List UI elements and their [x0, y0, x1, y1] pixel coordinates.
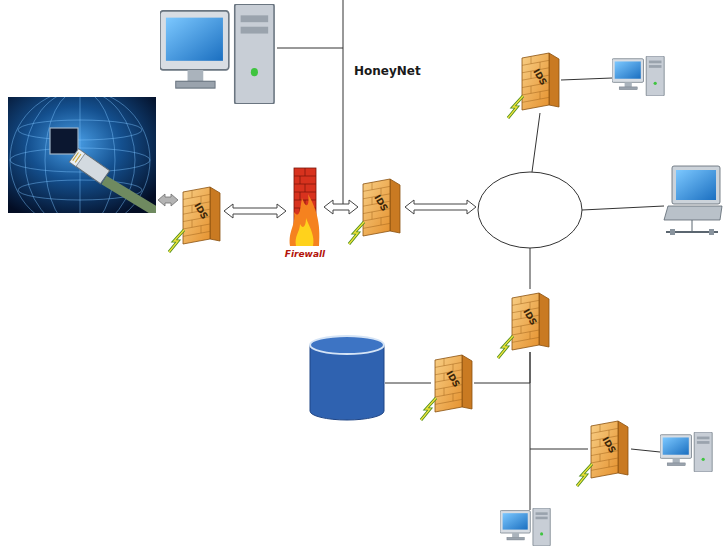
firewall-node: Firewall [283, 168, 328, 259]
network-plug [69, 149, 109, 184]
ids-node: IDS [588, 418, 630, 480]
firewall-icon [288, 168, 322, 246]
wire [582, 206, 664, 210]
link-arrow [324, 200, 358, 214]
internet-globe [8, 97, 156, 213]
ids-node: IDS [432, 352, 474, 414]
wire [631, 449, 660, 452]
node-caption: Firewall [285, 249, 325, 259]
ids-bolt [508, 96, 523, 118]
network-socket [50, 128, 78, 154]
laptop [664, 166, 722, 235]
honeynet-wire [343, 0, 344, 204]
wire [385, 383, 431, 384]
ids-bricks [183, 190, 210, 236]
ids-node: IDS [509, 290, 551, 352]
ids-node: IDS [360, 176, 402, 238]
ids-side [618, 421, 628, 475]
ids-bricks [512, 296, 539, 342]
ids-icon: IDS [509, 290, 551, 352]
ids-bricks [591, 424, 618, 470]
firewall-flame [290, 194, 320, 246]
firewall-symbol [288, 168, 322, 246]
ids-bolt [498, 336, 513, 358]
computer [660, 432, 712, 472]
ids-icon: IDS [180, 184, 222, 246]
ids-bricks [522, 56, 549, 102]
network-label: HoneyNet [354, 64, 421, 78]
ids-bolt [349, 222, 364, 244]
ids-bolt [421, 398, 436, 420]
network-wire [474, 352, 530, 383]
ids-bolt [421, 398, 436, 420]
honeynet-wire [277, 48, 343, 49]
wire [532, 113, 540, 172]
ids-node: IDS [519, 50, 561, 112]
ids-face [591, 421, 618, 478]
computer [500, 508, 550, 546]
network-wire [530, 352, 588, 449]
ids-face [435, 355, 462, 412]
ids-face [512, 293, 539, 350]
wire [561, 78, 612, 80]
link-arrow [405, 200, 476, 214]
computer [612, 56, 664, 96]
ids-icon: IDS [588, 418, 630, 480]
honeynet-computer [160, 4, 274, 104]
ids-side [210, 187, 220, 241]
link-arrow [224, 204, 286, 218]
ids-icon: IDS [432, 352, 474, 414]
ids-side [390, 179, 400, 233]
ids-bolt [577, 464, 592, 486]
ids-side [549, 53, 559, 107]
ids-node: IDS [180, 184, 222, 246]
ids-bolt [498, 336, 513, 358]
ids-face [183, 187, 210, 244]
ids-icon: IDS [519, 50, 561, 112]
wire [530, 248, 531, 289]
ids-side [539, 293, 549, 347]
wire [530, 449, 531, 510]
ids-icon: IDS [360, 176, 402, 238]
uplink-arrow [158, 194, 178, 206]
ids-bolt [169, 230, 184, 252]
ids-bolt [349, 222, 364, 244]
ids-bolt [508, 96, 523, 118]
ids-side [462, 355, 472, 409]
network-cable [104, 180, 156, 213]
ids-bolt [577, 464, 592, 486]
ids-bolt [169, 230, 184, 252]
ids-bricks [363, 182, 390, 228]
ids-face [522, 53, 549, 110]
database [310, 336, 384, 420]
ids-bricks [435, 358, 462, 404]
network-hub [478, 172, 582, 248]
ids-face [363, 179, 390, 236]
firewall-flame [296, 218, 314, 246]
